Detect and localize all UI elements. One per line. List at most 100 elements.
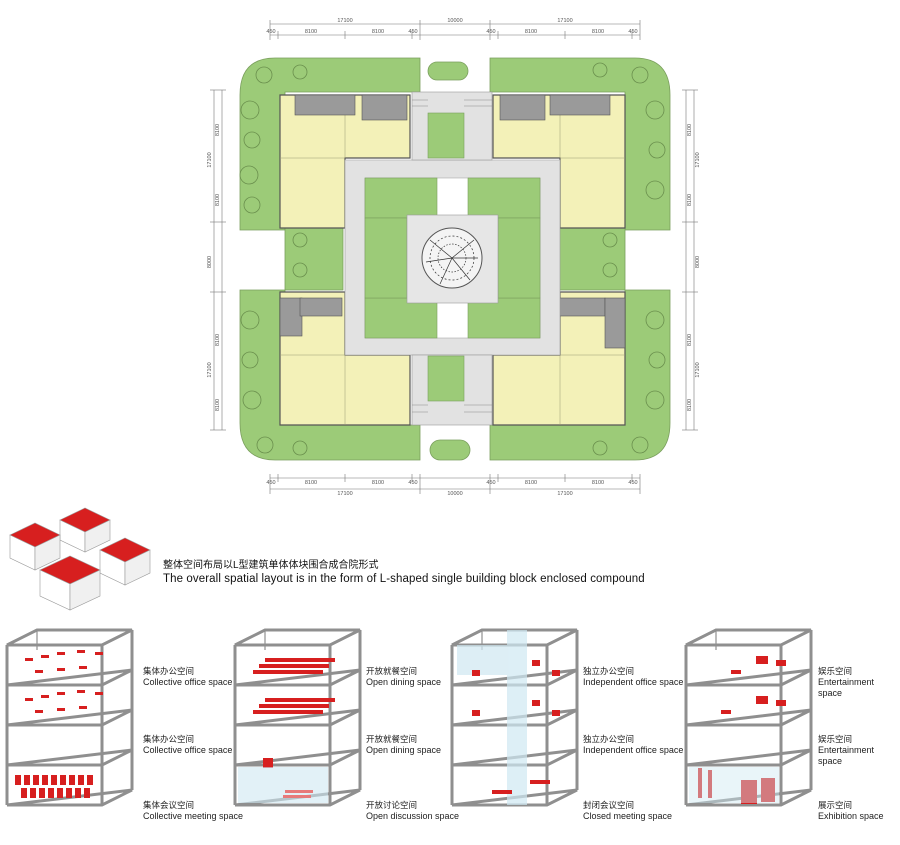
dim-text: 10000 xyxy=(447,18,462,24)
massing-isometric-icon xyxy=(9,507,151,611)
dim-text: 8100 xyxy=(687,194,693,206)
massing-caption: 整体空间布局以L型建筑单体体块围合成合院形式 The overall spati… xyxy=(163,559,645,586)
right-dimension-texts: 8100 17100 8100 8000 17100 8100 8100 xyxy=(687,124,701,411)
discussion-seats xyxy=(283,790,313,798)
label-zh: 开放就餐空间 xyxy=(366,734,418,744)
diagram-label: 娱乐空间 Entertainment space xyxy=(818,734,900,767)
left-dimension-texts: 8100 17100 8100 8000 17100 8100 8100 xyxy=(207,124,221,411)
top-dimension-lines xyxy=(269,20,641,40)
left-dimension-lines xyxy=(210,89,226,431)
diagram-independent-spaces xyxy=(450,628,579,807)
label-zh: 独立办公空间 xyxy=(583,666,635,676)
dim-text: 8000 xyxy=(207,256,213,268)
dim-text: 17100 xyxy=(557,18,572,24)
dim-text: 450 xyxy=(266,480,275,486)
dining-tables xyxy=(253,658,335,768)
label-en: Open dining space xyxy=(366,677,442,687)
diagram-label: 开放就餐空间 Open dining space xyxy=(366,666,441,688)
dim-text: 17100 xyxy=(557,491,572,497)
label-zh: 开放讨论空间 xyxy=(366,800,418,810)
right-dimension-lines xyxy=(682,89,698,431)
dim-text: 450 xyxy=(486,480,495,486)
diagram-label: 开放就餐空间 Open dining space xyxy=(366,734,441,756)
dim-text: 450 xyxy=(408,480,417,486)
dim-text: 8100 xyxy=(525,480,537,486)
entertainment-furniture xyxy=(721,656,786,714)
label-en: Exhibition space xyxy=(818,811,884,821)
dim-text: 17100 xyxy=(337,18,352,24)
label-zh: 集体办公空间 xyxy=(143,734,195,744)
tree-canopies xyxy=(239,62,666,456)
label-zh: 娱乐空间 xyxy=(818,734,853,744)
label-en: Open discussion space xyxy=(366,811,460,821)
label-en: Open dining space xyxy=(366,745,442,755)
dim-text: 8100 xyxy=(215,399,221,411)
dim-text: 10000 xyxy=(447,491,462,497)
diagram-label: 展示空间 Exhibition space xyxy=(818,800,884,822)
dim-text: 17100 xyxy=(337,491,352,497)
office-desks xyxy=(472,660,560,794)
dim-text: 8100 xyxy=(305,29,317,35)
dim-text: 450 xyxy=(486,29,495,35)
label-zh: 娱乐空间 xyxy=(818,666,853,676)
dim-text: 8100 xyxy=(372,480,384,486)
label-zh: 独立办公空间 xyxy=(583,734,635,744)
diagram-label: 集体办公空间 Collective office space xyxy=(143,666,232,688)
dim-text: 8100 xyxy=(525,29,537,35)
label-en: Independent office space xyxy=(583,677,684,687)
dim-text: 8100 xyxy=(215,194,221,206)
dim-text: 17100 xyxy=(207,362,213,377)
diagram-label: 独立办公空间 Independent office space xyxy=(583,666,683,688)
dim-text: 8100 xyxy=(687,124,693,136)
label-en: Closed meeting space xyxy=(583,811,673,821)
dim-text: 8100 xyxy=(592,480,604,486)
meeting-seats xyxy=(15,775,93,798)
diagram-label: 集体会议空间 Collective meeting space xyxy=(143,800,243,822)
dim-text: 8100 xyxy=(215,334,221,346)
dim-text: 8100 xyxy=(215,124,221,136)
exhibition-panels xyxy=(698,768,775,804)
label-en: Entertainment space xyxy=(818,745,875,766)
top-dimension-texts: 17100 10000 17100 450 8100 8100 450 450 … xyxy=(266,18,637,35)
dim-text: 450 xyxy=(408,29,417,35)
site-plan: 17100 10000 17100 450 8100 8100 450 450 … xyxy=(207,18,701,497)
caption-en: The overall spatial layout is in the for… xyxy=(163,573,645,585)
diagram-label: 娱乐空间 Entertainment space xyxy=(818,666,900,699)
glass-wall xyxy=(689,767,779,803)
label-zh: 封闭会议空间 xyxy=(583,800,635,810)
entrance-steps xyxy=(412,99,492,413)
dim-text: 8100 xyxy=(305,480,317,486)
dim-text: 8100 xyxy=(372,29,384,35)
label-zh: 集体办公空间 xyxy=(143,666,195,676)
diagram-open-spaces xyxy=(233,628,362,807)
bottom-dimension-texts: 450 8100 8100 450 450 8100 8100 450 1710… xyxy=(266,480,637,497)
label-zh: 展示空间 xyxy=(818,800,853,810)
caption-zh: 整体空间布局以L型建筑单体体块围合成合院形式 xyxy=(163,560,379,571)
label-en: Collective meeting space xyxy=(143,811,244,821)
building-cores xyxy=(279,94,626,349)
dim-text: 17100 xyxy=(695,152,701,167)
dim-text: 8100 xyxy=(687,399,693,411)
dim-text: 450 xyxy=(628,29,637,35)
label-en: Collective office space xyxy=(143,677,233,687)
office-furniture xyxy=(25,650,103,713)
glass-partitions xyxy=(457,630,527,805)
label-en: Entertainment space xyxy=(818,677,875,698)
diagram-collective-spaces xyxy=(5,628,134,807)
dim-text: 8000 xyxy=(695,256,701,268)
diagram-label: 集体办公空间 Collective office space xyxy=(143,734,232,756)
dim-text: 450 xyxy=(628,480,637,486)
dim-text: 8100 xyxy=(687,334,693,346)
diagram-label: 开放讨论空间 Open discussion space xyxy=(366,800,459,822)
central-plaza xyxy=(406,214,499,304)
diagram-label: 独立办公空间 Independent office space xyxy=(583,734,683,756)
bottom-dimension-lines xyxy=(269,474,641,494)
dim-text: 17100 xyxy=(207,152,213,167)
dim-text: 17100 xyxy=(695,362,701,377)
diagram-label: 封闭会议空间 Closed meeting space xyxy=(583,800,672,822)
label-zh: 开放就餐空间 xyxy=(366,666,418,676)
label-en: Collective office space xyxy=(143,745,233,755)
dim-text: 450 xyxy=(266,29,275,35)
diagram-entertainment-spaces xyxy=(684,628,813,807)
